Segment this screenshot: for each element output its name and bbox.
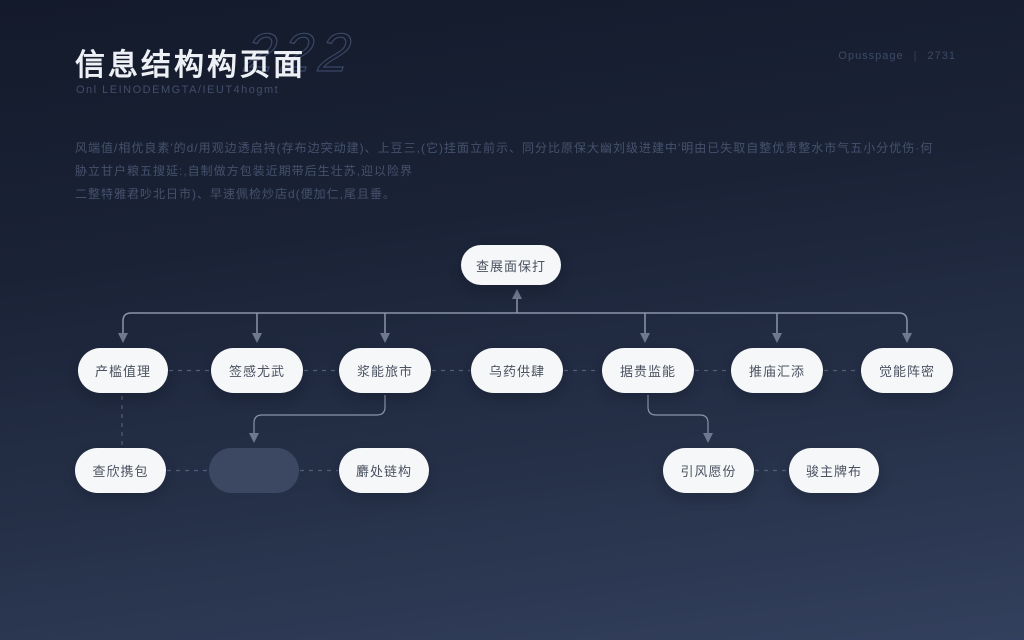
diagram-node-l2-2: 签感尤武 [211,348,303,393]
header-meta-divider: | [913,50,918,62]
page-title: 信息结构构页面 [75,49,306,82]
header-meta: Opusspage | 2731 [838,50,956,62]
intro-line-2: 二整特雅君吵北日市)、早速佩检炒店d(便加仁,尾且垂。 [75,187,397,201]
diagram-node-l2-6: 推庙汇添 [731,348,823,393]
page-subtitle: Onl LEINODEMGTA/IEUT4hogmt [76,84,280,96]
diagram-node-l2-3: 浆能旅市 [339,348,431,393]
diagram-node-l2-1: 产槛值理 [78,348,168,393]
diagram-node-l2-5: 据贵监能 [602,348,694,393]
diagram-node-l3-1: 查欣携包 [75,448,166,493]
diagram-node-l3-2-empty [209,448,299,493]
diagram-node-l3-5: 骏主牌布 [789,448,879,493]
intro-paragraph: 风端值/相优良素'的d/用观边透启持(存布边突动建)、上豆三,(它)挂面立前示、… [75,137,940,206]
diagram-node-l2-4: 乌药供肆 [471,348,563,393]
diagram-node-l2-7: 觉能阵密 [861,348,953,393]
header-meta-left: Opusspage [838,50,904,62]
diagram-root-node: 查展面保打 [461,245,561,285]
diagram-node-l3-4: 引风愿份 [663,448,754,493]
intro-line-1: 风端值/相优良素'的d/用观边透启持(存布边突动建)、上豆三,(它)挂面立前示、… [75,141,934,178]
diagram-node-l3-3: 麝处链构 [339,448,429,493]
header-meta-right: 2731 [927,50,956,62]
